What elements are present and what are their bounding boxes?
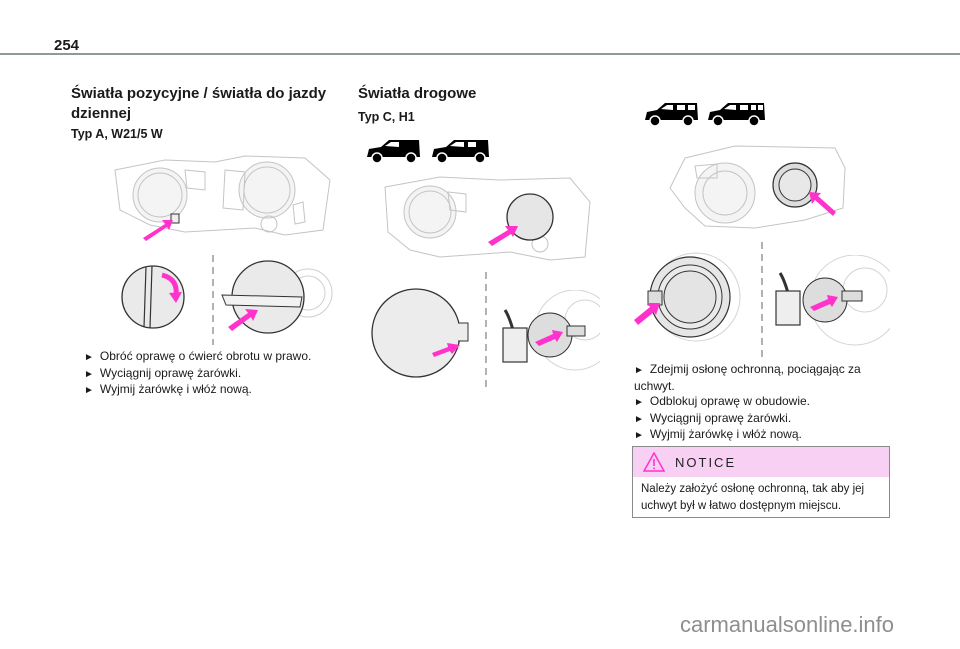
page-number: 254	[54, 37, 80, 54]
step-text: Wyjmij żarówkę i włóż nową.	[649, 427, 802, 441]
notice-box: NOTICE Należy założyć osłonę ochronną, t…	[632, 446, 890, 518]
step-item: ► Wyciągnij oprawę żarówki.	[634, 411, 884, 428]
bulb-holder-pull-figure	[502, 290, 600, 371]
notice-header: NOTICE	[633, 447, 889, 477]
step-item: ► Wyjmij żarówkę i włóż nową.	[634, 427, 884, 444]
step-item: ► Wyciągnij oprawę żarówki.	[84, 366, 344, 383]
pull-arrow-icon	[228, 309, 258, 331]
section-title-position-lights: Światła pozycyjne / światła do jazdy dzi…	[71, 84, 326, 124]
notice-text: Należy założyć osłonę ochronną, tak aby …	[641, 483, 865, 512]
headlamp-cover-figure	[669, 145, 846, 229]
step-item: ► Obróć oprawę o ćwierć obrotu w prawo.	[84, 349, 344, 366]
bullet-icon: ►	[84, 385, 94, 396]
step-text: Odblokuj oprawę w obudowie.	[649, 394, 811, 408]
combi-long-icon	[708, 103, 765, 127]
step-text: Wyciągnij oprawę żarówki.	[649, 410, 792, 425]
title-line-1: Światła pozycyjne / światła do jazdy	[71, 85, 327, 102]
pull-arrow-icon	[634, 303, 660, 325]
arrow-icon	[143, 220, 173, 241]
section-title-high-beam: Światła drogowe	[358, 85, 477, 102]
left-steps-list: ► Obróć oprawę o ćwierć obrotu w prawo. ►…	[84, 349, 344, 399]
pull-arrow-icon	[810, 295, 838, 311]
step-item: ►Zdejmij osłonę ochronną, pociągając za …	[634, 362, 884, 394]
bullet-icon: ►	[84, 368, 94, 380]
step-text: Obróć oprawę o ćwierć obrotu w prawo.	[99, 349, 312, 363]
protective-cover-remove-figure	[371, 288, 469, 378]
pull-arrow-icon	[535, 330, 563, 346]
arrow-icon	[809, 192, 836, 216]
dashed-divider	[485, 272, 487, 392]
bullet-icon: ►	[634, 365, 644, 376]
warning-triangle-icon	[643, 452, 665, 472]
section-subtitle-type-c: Typ C, H1	[358, 110, 415, 124]
rotate-arrow-icon	[169, 292, 182, 303]
bulb-holder-rotate-figure	[121, 265, 185, 329]
step-text: Zdejmij osłonę ochronną, pociągając za u…	[634, 362, 861, 393]
protective-cover-remove-figure	[634, 252, 741, 342]
van-long-icon	[432, 140, 489, 164]
step-text: Wyciągnij oprawę żarówki.	[99, 365, 242, 380]
bullet-icon: ►	[634, 397, 644, 408]
pull-arrow-icon	[432, 343, 460, 357]
dashed-divider	[761, 242, 763, 357]
bulb-holder-pull-figure	[775, 255, 890, 346]
dashed-divider	[212, 255, 214, 345]
bullet-icon: ►	[634, 430, 644, 441]
section-subtitle-type-a: Typ A, W21/5 W	[71, 127, 163, 141]
arrow-icon	[488, 226, 518, 246]
right-steps-list: ►Zdejmij osłonę ochronną, pociągając za …	[634, 362, 884, 444]
step-text: Wyjmij żarówkę i włóż nową.	[99, 382, 252, 396]
headlamp-cover-figure	[384, 176, 591, 261]
header-rule	[0, 53, 960, 55]
bullet-icon: ►	[84, 352, 94, 363]
bulb-holder-pull-figure	[221, 260, 333, 334]
combi-short-icon	[645, 103, 698, 127]
headlamp-rear-view-figure	[114, 155, 331, 241]
watermark: carmanualsonline.info	[680, 612, 895, 637]
notice-title: NOTICE	[675, 454, 737, 470]
title-line-2: dziennej	[71, 105, 132, 122]
step-item: ► Wyjmij żarówkę i włóż nową.	[84, 382, 344, 399]
van-short-icon	[367, 140, 420, 164]
step-item: ► Odblokuj oprawę w obudowie.	[634, 394, 884, 411]
bullet-icon: ►	[634, 413, 644, 425]
